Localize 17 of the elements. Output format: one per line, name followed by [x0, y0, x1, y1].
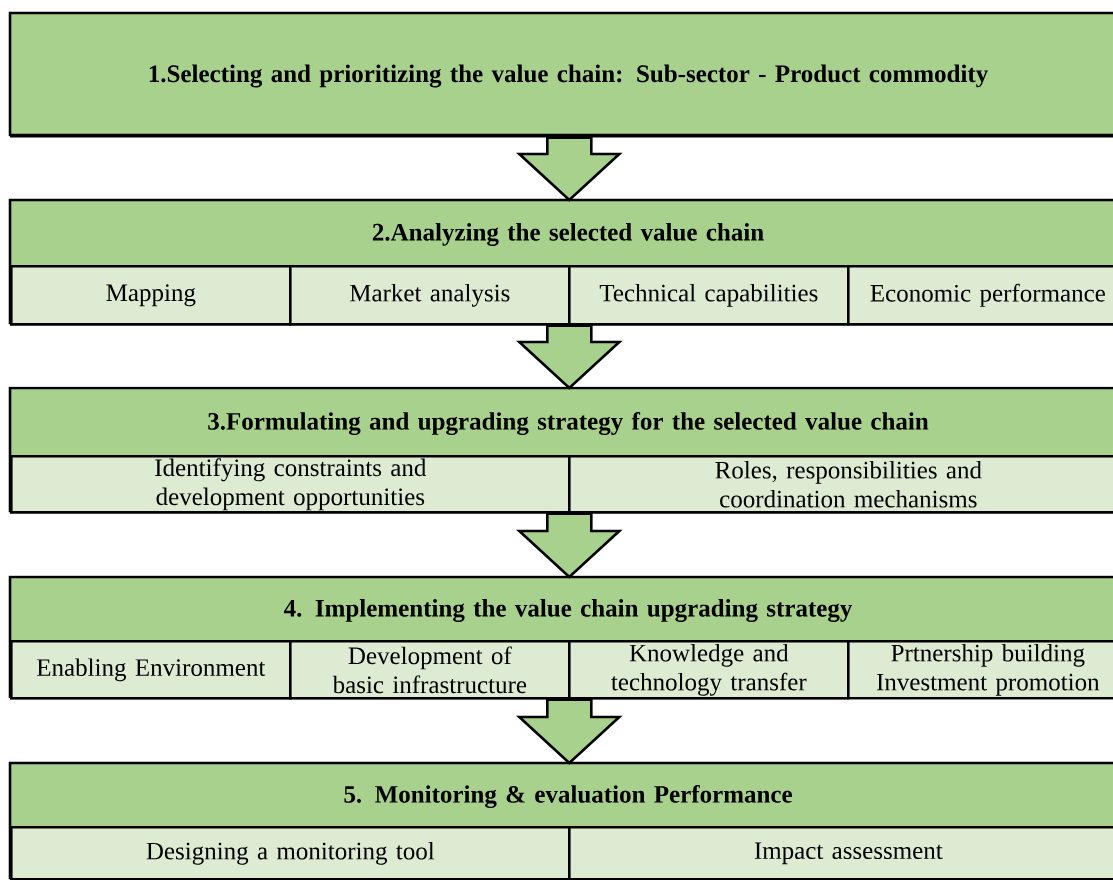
- step-cell: Mapping: [10, 265, 292, 326]
- step-cell: Enabling Environment: [10, 640, 292, 700]
- step-cell: Technical capabilities: [568, 265, 850, 326]
- step-cell: Economic performance: [847, 265, 1113, 326]
- step-cell: Prtnership building Investment promotion: [847, 640, 1113, 700]
- block-arrow: [515, 512, 623, 579]
- step-cell: Market analysis: [289, 265, 571, 326]
- block-arrow: [515, 136, 623, 202]
- step-cell: Impact assessment: [568, 826, 1113, 880]
- step-cell: Knowledge and technology transfer: [568, 640, 850, 700]
- step-cell: Roles, responsibilities and coordination mechanisms: [568, 455, 1113, 514]
- step-cell: Identifying constraints and development opportunities: [10, 455, 571, 514]
- step-cell: Designing a monitoring tool: [10, 826, 571, 880]
- block-arrow: [515, 324, 623, 390]
- step-cell: Development of basic infrastructure: [289, 640, 571, 700]
- stage-box: 1.Selecting and prioritizing the value chain: Sub-sector - Product commodity: [8, 11, 1113, 138]
- block-arrow: [515, 698, 623, 765]
